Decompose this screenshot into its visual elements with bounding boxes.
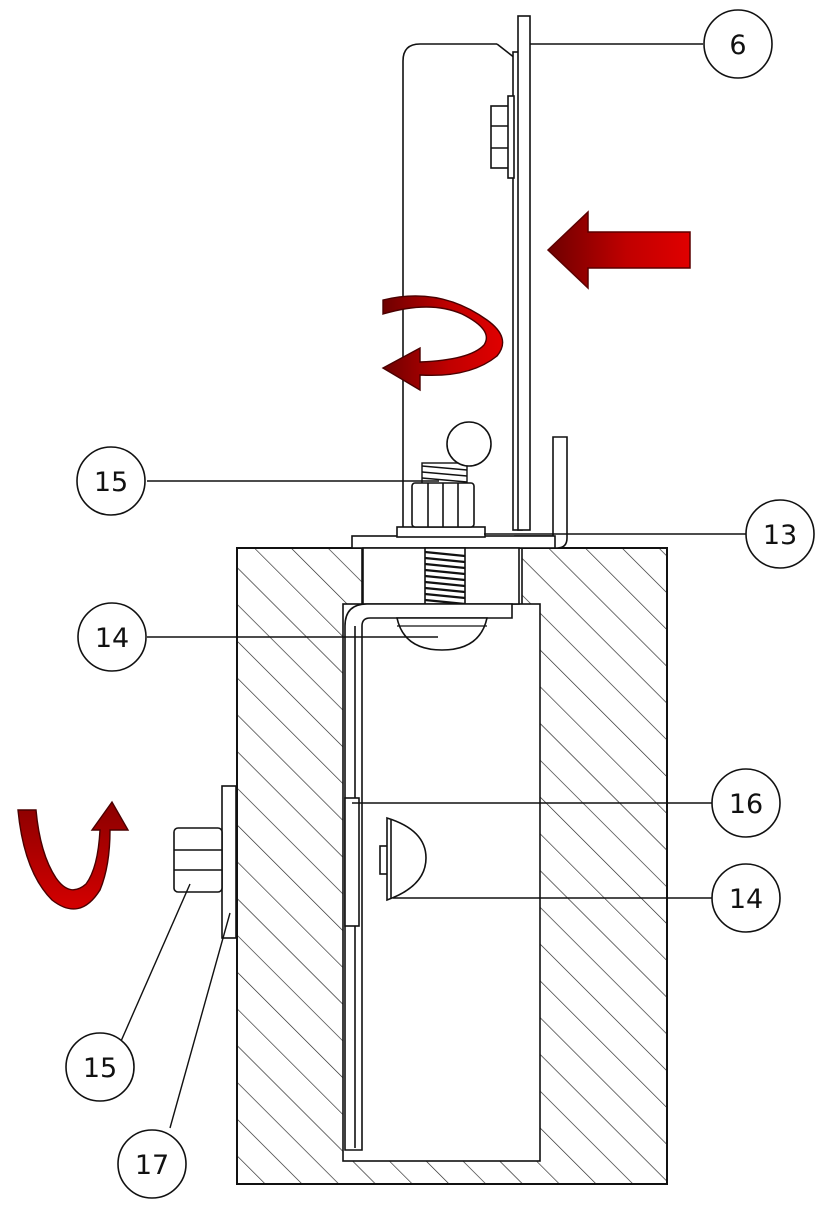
callout-label: 13 (763, 520, 797, 551)
callout-circle (76, 446, 146, 516)
callout-c14b: 14 (711, 863, 781, 933)
callout-c14a: 14 (77, 602, 147, 672)
leader-lines (117, 43, 747, 1129)
callout-label: 17 (135, 1150, 169, 1181)
callout-c13: 13 (745, 499, 815, 569)
callout-circle (65, 1032, 135, 1102)
callout-c15b: 15 (65, 1032, 135, 1102)
upper-nut (411, 482, 475, 528)
upper-bracket (402, 15, 531, 531)
callout-c16: 16 (711, 768, 781, 838)
callout-label: 14 (729, 884, 763, 915)
callout-label: 15 (94, 467, 128, 498)
callout-c17: 17 (117, 1129, 187, 1199)
callout-c6: 6 (703, 9, 773, 79)
rotate-arrow-lower-icon (17, 800, 130, 910)
outer-nut (173, 827, 223, 893)
callout-circle (711, 768, 781, 838)
callout-circle (745, 499, 815, 569)
callout-label: 6 (729, 30, 746, 61)
callout-label: 16 (729, 789, 763, 820)
inner-plate (344, 603, 513, 1151)
callout-circle (711, 863, 781, 933)
callout-circle (117, 1129, 187, 1199)
callout-label: 14 (95, 623, 129, 654)
callout-circle (703, 9, 773, 79)
callout-label: 15 (83, 1053, 117, 1084)
push-arrow-icon (546, 210, 691, 290)
callouts: 6 13 14 14 15 15 16 17 (65, 9, 815, 1199)
threaded-rod (424, 547, 466, 606)
callout-c15a: 15 (76, 446, 146, 516)
rotate-arrow-upper-icon (381, 295, 504, 392)
base-plate (351, 526, 556, 605)
ball (446, 421, 492, 467)
callout-circle (77, 602, 147, 672)
dome-head-lower (379, 816, 427, 902)
spring (421, 462, 468, 486)
